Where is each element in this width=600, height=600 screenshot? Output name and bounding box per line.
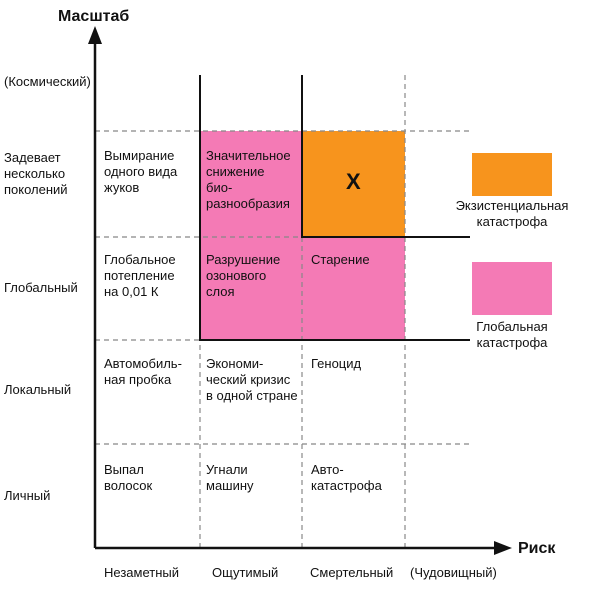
cell-lost-hair: Выпал волосок bbox=[104, 462, 153, 493]
cell-genocide: Геноцид bbox=[311, 356, 362, 371]
axes bbox=[93, 40, 500, 550]
existential-region-border bbox=[301, 75, 470, 238]
region-borders bbox=[199, 75, 470, 341]
cell-beetle-extinction: Вымирание одного вида жуков bbox=[104, 148, 178, 195]
global-region-border bbox=[199, 75, 470, 341]
cell-aging: Старение bbox=[311, 252, 370, 267]
cell-car-stolen: Угнали машину bbox=[206, 462, 254, 493]
legend-label-global: Глобальная катастрофа bbox=[476, 319, 548, 350]
row-label-local: Локальный bbox=[4, 382, 72, 397]
x-axis-arrowhead bbox=[494, 541, 512, 555]
row-label-cosmic: (Космический) bbox=[4, 74, 91, 89]
cell-economic-crisis: Экономи- ческий кризис в одной стране bbox=[206, 356, 298, 403]
row-label-generations: Задевает несколько поколений bbox=[4, 150, 68, 197]
cell-existential-mark: X bbox=[346, 169, 361, 194]
col-label-endurable: Ощутимый bbox=[212, 565, 279, 580]
row-label-global: Глобальный bbox=[4, 280, 78, 295]
cell-car-crash: Авто- катастрофа bbox=[311, 462, 382, 493]
x-axis-title: Риск bbox=[518, 540, 556, 557]
cell-ozone-depletion: Разрушение озонового слоя bbox=[206, 252, 281, 299]
row-label-personal: Личный bbox=[4, 488, 51, 503]
cell-global-warming: Глобальное потепление на 0,01 К bbox=[104, 252, 176, 299]
cell-traffic-jam: Автомобиль- ная пробка bbox=[104, 356, 182, 387]
y-axis-arrowhead bbox=[88, 26, 102, 44]
col-label-hellish: (Чудовищный) bbox=[410, 565, 497, 580]
col-label-terminal: Смертельный bbox=[310, 565, 394, 580]
y-axis-title: Масштаб bbox=[58, 8, 130, 25]
cell-biodiversity-loss: Значительное снижение био- разнообразия bbox=[206, 148, 291, 211]
legend-swatch-global bbox=[472, 262, 552, 315]
col-label-imperceptible: Незаметный bbox=[104, 565, 179, 580]
existential-catastrophe-region bbox=[302, 131, 405, 237]
legend-label-existential: Экзистенциальная катастрофа bbox=[455, 198, 569, 229]
legend-swatch-existential bbox=[472, 153, 552, 196]
